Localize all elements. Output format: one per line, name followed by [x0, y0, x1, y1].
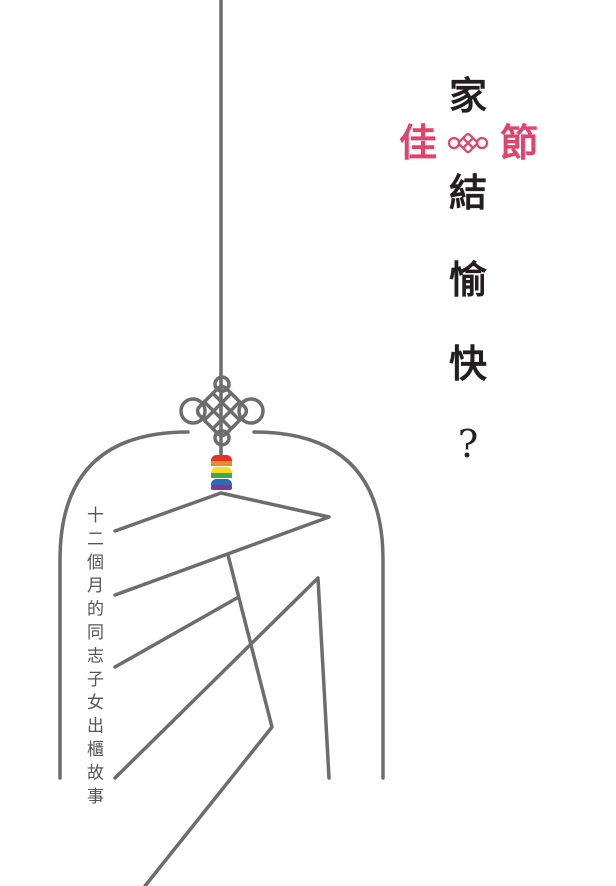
title-char-jie-festival: 節 [499, 120, 539, 165]
bell-jar-arch [58, 430, 385, 780]
subtitle: 十二個月的同志子女出櫃故事 [83, 506, 103, 811]
ribbon-line-3 [113, 596, 239, 669]
rainbow-beads-icon [211, 455, 232, 490]
title-char-yu: 愉 [448, 257, 488, 302]
ribbon-line-4 [113, 576, 331, 780]
chinese-knot-icon [179, 375, 265, 447]
ribbon-line-1 [113, 491, 331, 597]
title-char-kuai: 快 [448, 341, 488, 386]
title-char-jia-good: 佳 [398, 120, 438, 165]
ribbon-line-2 [143, 553, 274, 886]
title-char-jia: 家 [448, 73, 488, 118]
title-question-mark: ? [457, 422, 479, 466]
title-char-jie-knot: 結 [448, 170, 488, 215]
small-knot-icon [447, 132, 489, 154]
